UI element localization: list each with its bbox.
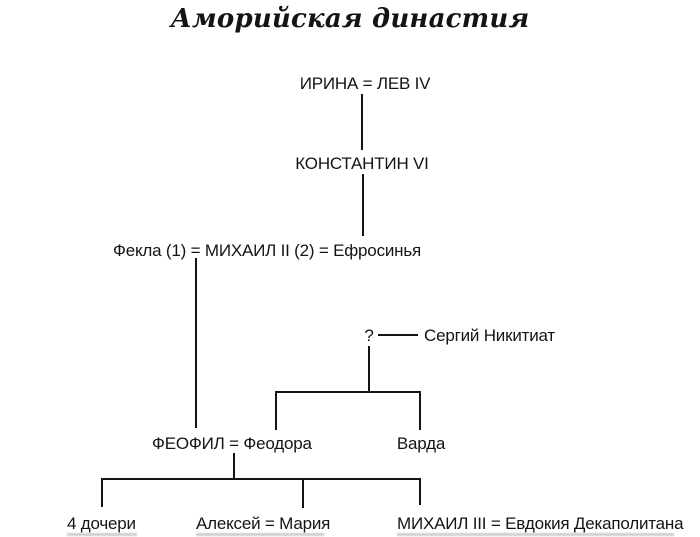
bracket-generation5 <box>101 478 421 480</box>
node-sergiy-nikitiat: Сергий Никитиат <box>424 326 555 345</box>
connector-feofil-to-bracket <box>233 453 235 480</box>
bracket-feodora-varda <box>275 391 421 393</box>
bracket-drop-to-mikhail-iii <box>419 478 421 505</box>
connector-irina-to-konstantin <box>361 94 363 150</box>
node-irina-lev-iv: ИРИНА = ЛЕВ IV <box>299 74 431 93</box>
cropped-text-artifact-middle <box>196 533 324 536</box>
cropped-text-artifact-right <box>397 533 674 536</box>
bracket-drop-to-feodora <box>275 391 277 430</box>
connector-konstantin-to-efrosinya <box>362 174 364 236</box>
node-mikhail-iii-evdokia: МИХАИЛ III = Евдокия Декаполитана <box>397 514 684 533</box>
diagram-title: Аморийская династия <box>170 4 530 34</box>
node-feofil-feodora: ФЕОФИЛ = Феодора <box>152 434 312 453</box>
node-konstantin-vi: КОНСТАНТИН VI <box>295 154 429 173</box>
node-varda: Варда <box>396 434 446 453</box>
node-aleksey-maria: Алексей = Мария <box>196 514 331 533</box>
connector-unknown-to-bracket <box>368 346 370 393</box>
bracket-drop-to-daughters <box>101 478 103 507</box>
bracket-drop-to-maria <box>302 478 304 508</box>
connector-mikhail-ii-to-feofil <box>195 258 197 428</box>
cropped-text-artifact-left <box>67 533 137 536</box>
node-unknown-wife: ? <box>364 326 374 345</box>
bracket-drop-to-varda <box>419 391 421 430</box>
node-4-docheri: 4 дочери <box>67 514 136 533</box>
node-fekla-mikhail-ii-efrosinya: Фекла (1) = МИХАИЛ II (2) = Ефросинья <box>113 241 422 260</box>
marriage-dash-line <box>378 334 418 336</box>
